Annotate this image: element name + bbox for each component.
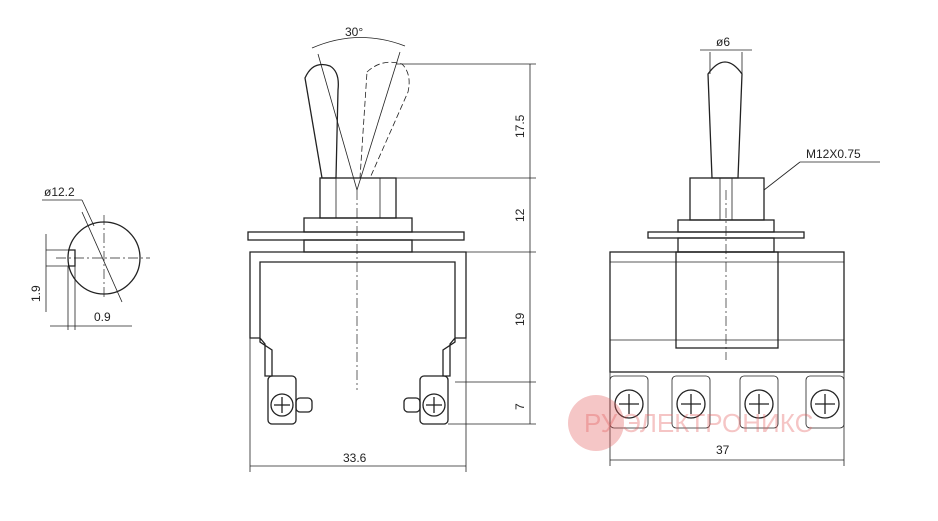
body-height-label: 19 (513, 312, 527, 326)
lever-diameter-label: ø6 (716, 35, 730, 49)
thread-label: M12X0.75 (806, 147, 861, 161)
side-view: ø6 M12X0.75 (609, 35, 880, 466)
front-view: 30° 33.6 (247, 25, 467, 472)
watermark: РУ ЭЛЕКТРОНИКС (568, 395, 813, 451)
watermark-text: ЭЛЕКТРОНИКС (622, 408, 813, 438)
body-width-label: 33.6 (343, 451, 367, 465)
height-offset-label: 1.9 (29, 285, 43, 302)
terminal-right (403, 375, 449, 425)
lever-angle-label: 30° (345, 25, 363, 39)
bushing-height-label: 12 (513, 208, 527, 222)
height-dimensions: 17.5 12 19 7 (396, 63, 536, 425)
terminal-height-label: 7 (513, 403, 527, 410)
terminal-left (267, 375, 313, 425)
lever-height-label: 17.5 (513, 114, 527, 138)
knob-detail: ø12.2 1.9 0.9 (29, 185, 150, 330)
tab-width-label: 0.9 (94, 310, 111, 324)
watermark-logo: РУ (584, 408, 618, 438)
side-width-label: 37 (716, 443, 730, 457)
knob-diameter-label: ø12.2 (44, 185, 75, 199)
